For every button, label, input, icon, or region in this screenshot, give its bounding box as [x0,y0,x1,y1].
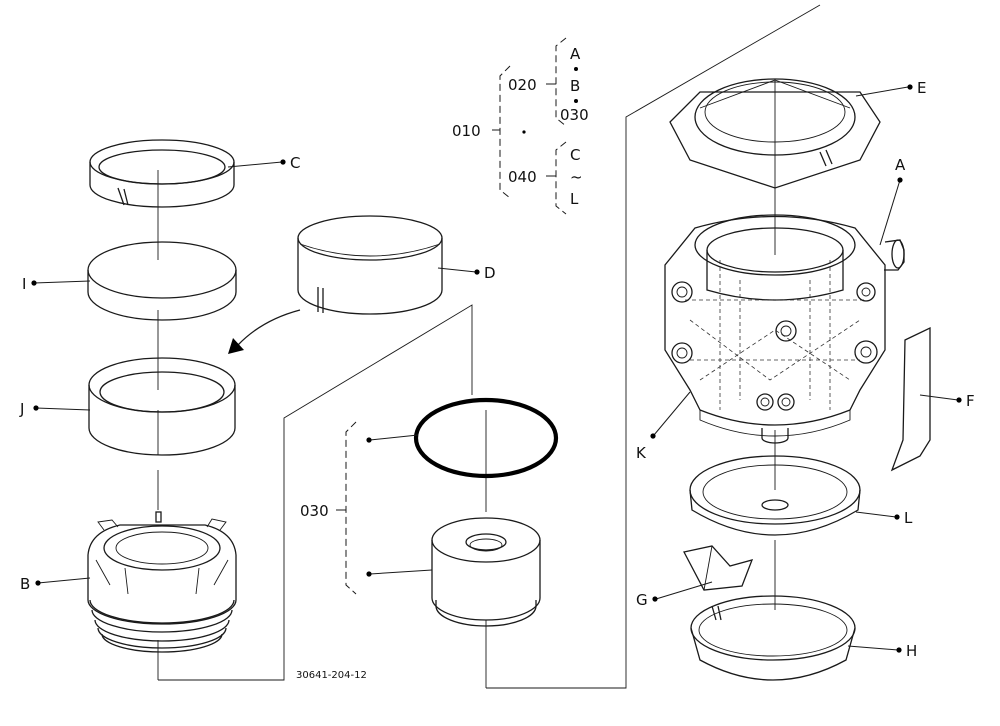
label-j: J [19,400,24,418]
label-g: G [636,591,648,609]
label-d: D [484,264,496,282]
code-040: 040 [508,168,537,186]
label-e: E [917,79,926,97]
label-f: F [966,392,975,410]
code-010: 010 [452,122,481,140]
label-h: H [906,642,917,660]
label-i: I [22,275,26,293]
part-labels: C I J B D E A F K L G H [19,79,975,660]
code-030-kit: 030 [300,502,329,520]
code-labels: 010 020 040 030 030 A B C ~ L [300,45,589,520]
legend-l: L [570,190,579,208]
part-d-band [297,215,443,315]
label-a: A [895,156,906,174]
kit-030-bracket [336,421,357,595]
o-ring [413,397,559,479]
part-b-cap [87,511,237,653]
legend-b: B [570,77,580,95]
code-hierarchy [492,37,578,215]
transfer-arrow [228,309,301,354]
legend-c: C [570,146,580,164]
leaders [31,84,962,653]
label-c: C [290,154,300,172]
part-a-housing [664,214,905,444]
part-l-bowl [689,455,861,536]
label-k: K [636,444,647,462]
part-h-tray [690,595,856,681]
assembly-lines [157,4,821,689]
legend-tilde: ~ [570,168,583,186]
part-f-strip [890,326,931,472]
legend-a: A [570,45,581,63]
part-c-ring [89,139,235,208]
part-g-clip [683,545,754,591]
label-b: B [20,575,30,593]
part-e-flange [669,78,881,189]
part-i-disc [87,241,237,321]
code-020: 020 [508,76,537,94]
label-l: L [904,509,913,527]
part-j-ring [88,357,236,456]
code-030-legend: 030 [560,106,589,124]
filter-cartridge [431,517,541,627]
drawing-number: 30641-204-12 [296,670,367,681]
